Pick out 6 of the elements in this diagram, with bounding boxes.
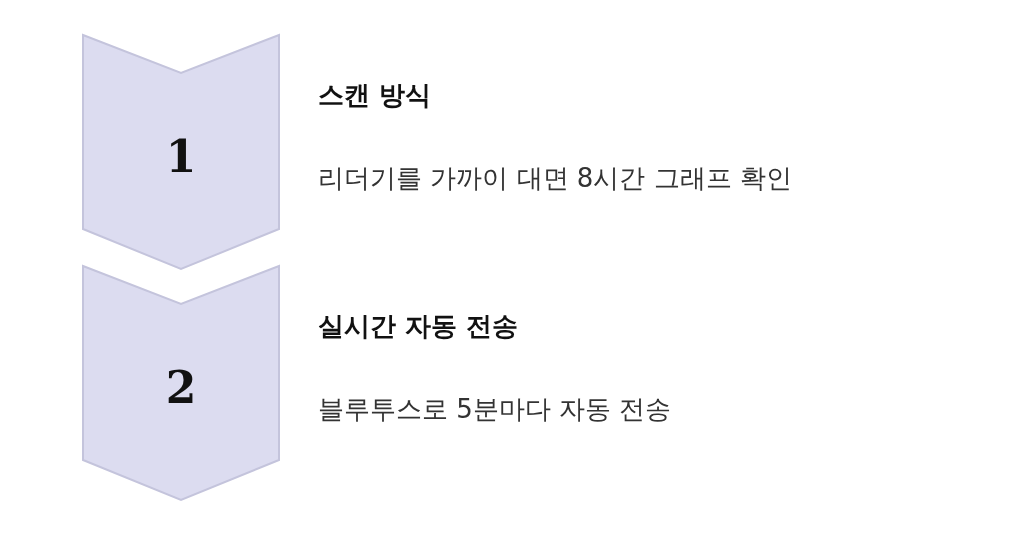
step-number: 2 (164, 366, 198, 410)
step-heading: 실시간 자동 전송 (318, 311, 519, 343)
step-description: 블루투스로 5분마다 자동 전송 (318, 394, 672, 426)
step-description: 리더기를 가까이 대면 8시간 그래프 확인 (318, 163, 792, 195)
step-number: 1 (164, 135, 198, 179)
step-heading: 스캔 방식 (318, 80, 432, 112)
